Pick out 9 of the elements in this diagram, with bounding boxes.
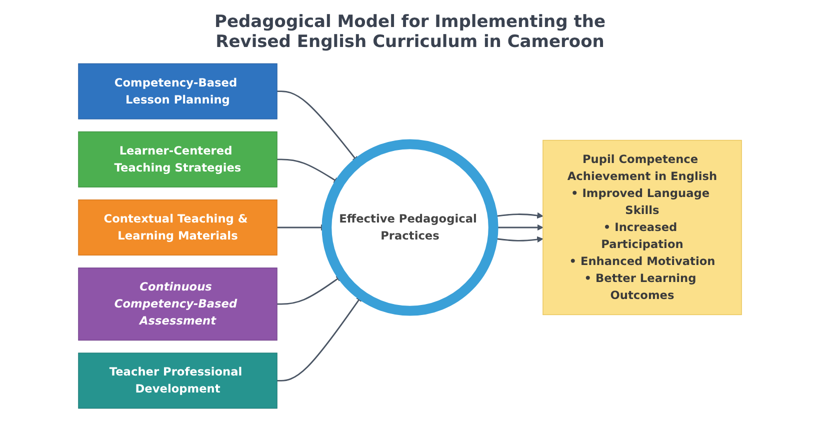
node-box: Competency-Based Lesson Planning	[78, 63, 278, 120]
diagram-title: Pedagogical Model for Implementing the Revised English Curriculum in Cameroon	[214, 12, 606, 52]
arrow	[277, 90, 358, 163]
node-box: Teacher Professional Development	[78, 352, 278, 409]
node-box: Learner-Centered Teaching Strategies	[78, 131, 278, 188]
node-circle: Effective Pedagogical Practices	[322, 139, 498, 316]
node-box: Contextual Teaching & Learning Materials	[78, 199, 278, 256]
node-box: Pupil Competence Achievement in English • Improved Language Skills • Increased Participation • Enhanced Motivation • Better Learning Outcomes	[542, 140, 742, 316]
node-box: Continuous Competency-Based Assessment	[78, 268, 278, 341]
